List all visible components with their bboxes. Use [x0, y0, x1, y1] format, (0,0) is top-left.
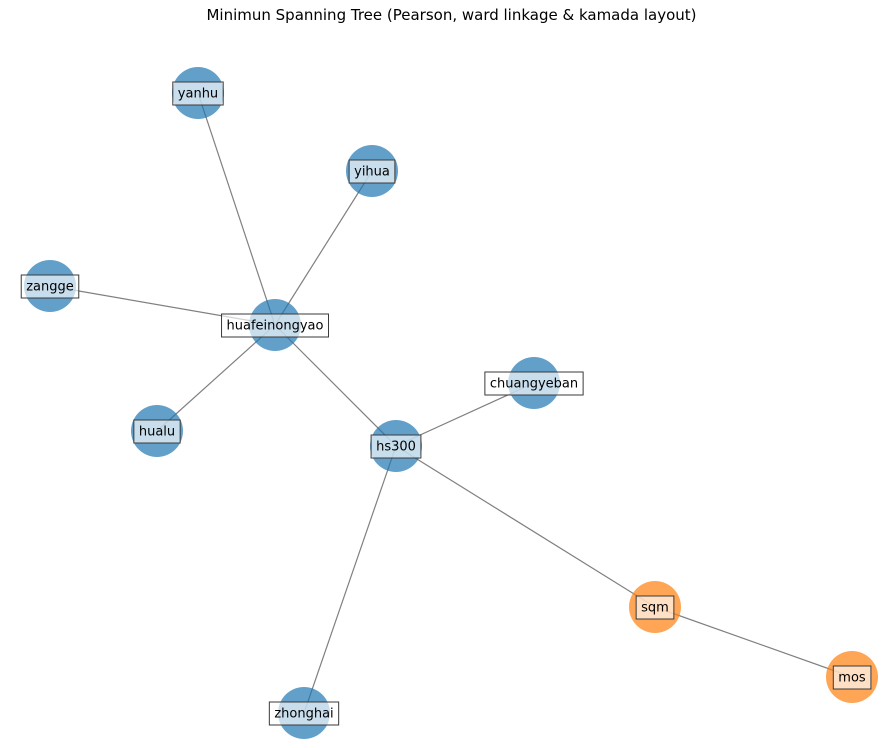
- node-label-zangge: zangge: [20, 274, 80, 299]
- label-box: [635, 595, 675, 620]
- label-box: [221, 313, 330, 338]
- edge-hs300-sqm: [395, 445, 656, 608]
- node-label-hualu: hualu: [133, 419, 181, 444]
- node-label-hs300: hs300: [370, 434, 422, 459]
- label-box: [484, 371, 584, 396]
- label-text: yihua: [354, 165, 390, 180]
- label-box: [172, 81, 224, 106]
- edges-layer: [49, 92, 853, 714]
- label-text: chuangyeban: [490, 377, 578, 392]
- label-box: [832, 665, 872, 690]
- edge-huafeinongyao-yanhu: [197, 92, 276, 326]
- node-label-chuangyeban: chuangyeban: [484, 371, 584, 396]
- node-label-mos: mos: [832, 665, 872, 690]
- edge-hs300-zhonghai: [303, 445, 397, 714]
- label-text: mos: [838, 671, 866, 686]
- label-text: sqm: [641, 601, 669, 616]
- node-label-huafeinongyao: huafeinongyao: [221, 313, 330, 338]
- label-text: zhonghai: [274, 707, 333, 722]
- nodes-layer: [24, 67, 878, 739]
- label-text: zangge: [26, 280, 74, 295]
- label-text: yanhu: [178, 87, 218, 102]
- edge-huafeinongyao-yihua: [274, 170, 373, 326]
- label-box: [20, 274, 80, 299]
- label-box: [370, 434, 422, 459]
- labels-layer: yanhu yihua zangge huafeinongyao chuangyeban…: [20, 81, 872, 726]
- label-text: hualu: [139, 425, 175, 440]
- node-label-sqm: sqm: [635, 595, 675, 620]
- label-box: [348, 159, 396, 184]
- label-text: huafeinongyao: [227, 319, 324, 334]
- edge-sqm-mos: [654, 606, 853, 678]
- node-label-zhonghai: zhonghai: [268, 701, 340, 726]
- edge-huafeinongyao-hualu: [156, 324, 276, 432]
- node-label-yihua: yihua: [348, 159, 396, 184]
- label-box: [133, 419, 181, 444]
- edge-huafeinongyao-hs300: [274, 324, 397, 447]
- label-text: hs300: [376, 440, 416, 455]
- label-box: [268, 701, 340, 726]
- chart-title: Minimun Spanning Tree (Pearson, ward lin…: [206, 6, 697, 24]
- node-label-yanhu: yanhu: [172, 81, 224, 106]
